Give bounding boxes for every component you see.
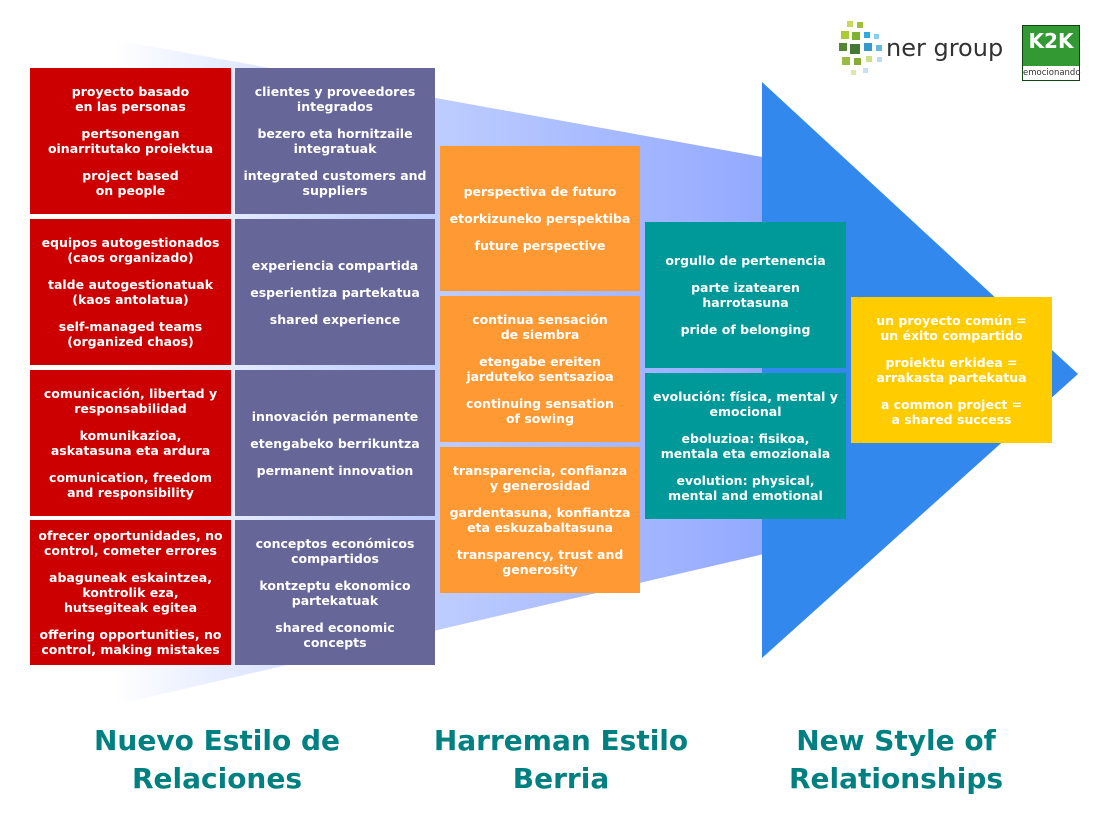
- card-text-eu: pertsonengan oinarritutako proiektua: [47, 126, 214, 156]
- card-text-eu: kontzeptu ekonomico partekatuak: [259, 577, 411, 608]
- card-communication-freedom: comunicación, libertad y responsabilidad…: [30, 370, 231, 516]
- card-text-en: pride of belonging: [680, 322, 811, 337]
- card-text-en: shared experience: [269, 311, 401, 327]
- card-text-es: conceptos económicos compartidos: [255, 535, 415, 566]
- card-text-es: clientes y proveedores integrados: [254, 84, 416, 114]
- card-permanent-innovation: innovación permanente etengabeko berriku…: [235, 370, 435, 516]
- card-text-en: comunication, freedom and responsibility: [49, 470, 212, 500]
- card-text-eu: bezero eta hornitzaile integratuak: [257, 126, 413, 156]
- card-text-eu: abaguneak eskaintzea, kontrolik eza, hut…: [49, 570, 212, 615]
- card-text-es: orgullo de pertenencia: [665, 253, 826, 268]
- card-text-es: perspectiva de futuro: [463, 184, 617, 199]
- card-text-es: transparencia, confianza y generosidad: [452, 463, 628, 493]
- card-text-en: shared economic concepts: [275, 619, 395, 650]
- card-text-eu: parte izatearen harrotasuna: [691, 280, 800, 310]
- footer-title-basque: Harreman Estilo Berria: [433, 724, 689, 795]
- card-text-eu: etengabeko berrikuntza: [250, 435, 420, 451]
- card-text-eu: etengabe ereiten jarduteko sentsazioa: [466, 354, 614, 384]
- card-text-en: self-managed teams (organized chaos): [58, 319, 203, 349]
- card-shared-economic-concepts: conceptos económicos compartidos kontzep…: [235, 520, 435, 665]
- k2k-logo: K2K emocionando: [1022, 25, 1081, 81]
- card-text-en: integrated customers and suppliers: [243, 168, 427, 198]
- card-text-en: a common project = a shared success: [880, 397, 1023, 427]
- card-text-es: proyecto basado en las personas: [71, 84, 190, 114]
- card-text-en: offering opportunities, no control, maki…: [39, 627, 222, 657]
- card-text-es: continua sensación de siembra: [472, 312, 608, 342]
- card-text-es: equipos autogestionados (caos organizado…: [41, 235, 220, 265]
- card-text-en: evolution: physical, mental and emotiona…: [668, 473, 823, 503]
- card-text-eu: gardentasuna, konfiantza eta eskuzabalta…: [449, 505, 631, 535]
- card-text-en: future perspective: [474, 238, 606, 253]
- card-text-es: innovación permanente: [251, 408, 419, 424]
- ner-group-logo-text: ner group: [886, 34, 1004, 62]
- spanish-basque-english-card-people: proyecto basado en las personas pertsone…: [30, 68, 231, 214]
- card-text-eu: proiektu erkidea = arrakasta partekatua: [876, 355, 1027, 385]
- card-common-project: un proyecto común = un éxito compartido …: [851, 297, 1052, 443]
- card-text-es: un proyecto común = un éxito compartido: [876, 313, 1027, 343]
- card-transparency-trust: transparencia, confianza y generosidad g…: [440, 447, 640, 593]
- k2k-logo-sub: emocionando: [1023, 66, 1081, 80]
- card-offering-opportunities: ofrecer oportunidades, no control, comet…: [30, 520, 231, 665]
- footer-title-english: New Style of Relationships: [788, 724, 1004, 795]
- card-text-eu: komunikazioa, askatasuna eta ardura: [50, 428, 211, 458]
- card-shared-experience: experiencia compartida esperientiza part…: [235, 219, 435, 365]
- card-evolution: evolución: física, mental y emocional eb…: [645, 373, 846, 519]
- card-text-eu: esperientiza partekatua: [250, 284, 420, 300]
- card-text-es: evolución: física, mental y emocional: [653, 389, 838, 419]
- card-text-es: ofrecer oportunidades, no control, comet…: [38, 528, 223, 558]
- card-text-es: comunicación, libertad y responsabilidad: [43, 386, 218, 416]
- card-text-en: permanent innovation: [256, 462, 414, 478]
- ner-group-logo-icon: [839, 21, 882, 75]
- card-integrated-customers: clientes y proveedores integrados bezero…: [235, 68, 435, 214]
- card-continuing-sowing: continua sensación de siembra etengabe e…: [440, 296, 640, 442]
- card-pride-of-belonging: orgullo de pertenencia parte izatearen h…: [645, 222, 846, 368]
- card-text-eu: eboluzioa: fisikoa, mentala eta emoziona…: [660, 431, 831, 461]
- card-text-eu: talde autogestionatuak (kaos antolatua): [47, 277, 214, 307]
- card-future-perspective: perspectiva de futuro etorkizuneko persp…: [440, 146, 640, 291]
- card-text-en: project based on people: [82, 168, 179, 198]
- footer-title-spanish: Nuevo Estilo de Relaciones: [94, 724, 340, 795]
- k2k-logo-main: K2K: [1028, 29, 1074, 53]
- card-text-eu: etorkizuneko perspektiba: [449, 211, 631, 226]
- card-text-es: experiencia compartida: [251, 257, 419, 273]
- card-text-en: transparency, trust and generosity: [456, 547, 624, 577]
- card-text-en: continuing sensation of sowing: [466, 396, 614, 426]
- card-self-managed-teams: equipos autogestionados (caos organizado…: [30, 219, 231, 365]
